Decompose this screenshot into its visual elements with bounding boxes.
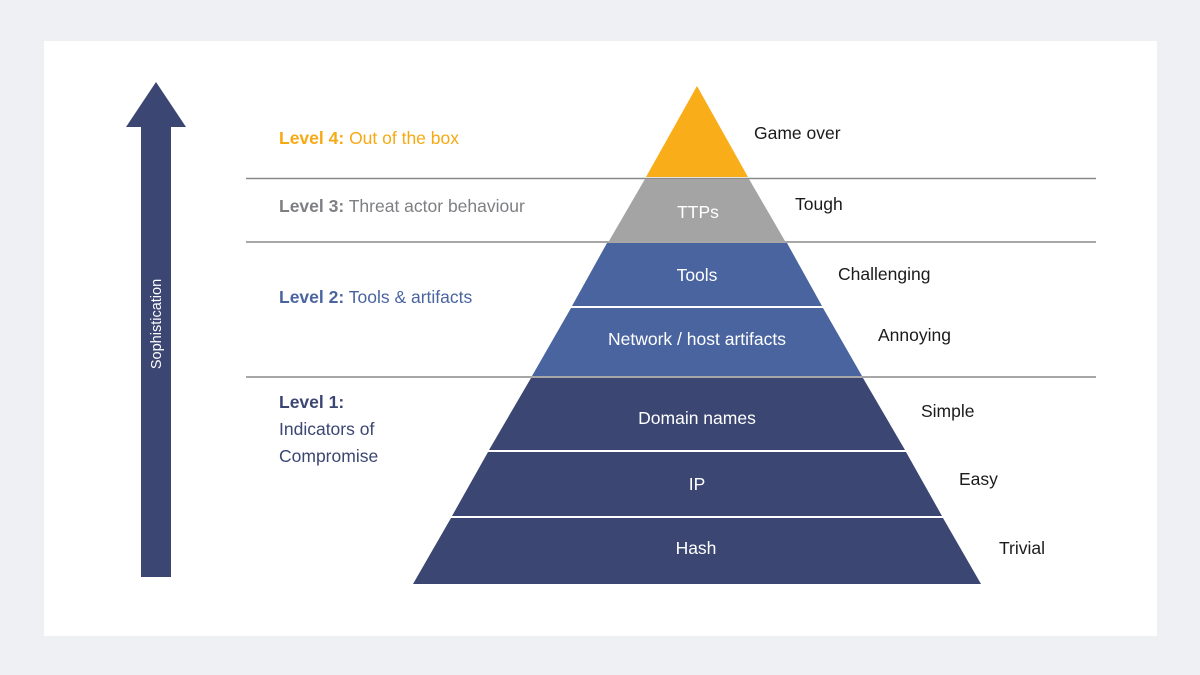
tier-label-ttps: TTPs — [677, 202, 719, 222]
tier-label-hash: Hash — [676, 538, 717, 558]
sophistication-axis-label: Sophistication — [149, 279, 165, 369]
level-1-name-line-1: Indicators of — [279, 419, 375, 439]
level-4-name: Out of the box — [349, 128, 459, 148]
level-1-label: Level 1: Indicators of Compromise — [279, 389, 378, 470]
level-2-label: Level 2: Tools & artifacts — [279, 284, 472, 311]
difficulty-game-over: Game over — [754, 123, 841, 143]
level-1-key: Level 1: — [279, 392, 345, 412]
level-1-name-line-2: Compromise — [279, 446, 379, 466]
difficulty-trivial: Trivial — [999, 538, 1046, 558]
pyramid-tier-network-host-artifacts — [532, 308, 862, 376]
difficulty-easy: Easy — [959, 469, 998, 489]
level-2-key: Level 2: — [279, 287, 345, 307]
tier-label-network-host-artifacts: Network / host artifacts — [608, 329, 786, 349]
level-4-key: Level 4: — [279, 128, 345, 148]
tier-label-tools: Tools — [677, 265, 718, 285]
difficulty-challenging: Challenging — [838, 264, 931, 284]
tier-label-ip: IP — [689, 474, 706, 494]
level-3-label: Level 3: Threat actor behaviour — [279, 193, 525, 220]
level-4-label: Level 4: Out of the box — [279, 125, 459, 152]
difficulty-annoying: Annoying — [878, 325, 951, 345]
pyramid-tier-domain-names — [489, 378, 905, 450]
difficulty-simple: Simple — [921, 401, 975, 421]
level-3-key: Level 3: — [279, 196, 345, 216]
difficulty-tough: Tough — [795, 194, 843, 214]
pyramid-tier-ttps — [609, 179, 785, 241]
level-3-name: Threat actor behaviour — [348, 196, 525, 216]
pyramid-tier-game-over — [646, 86, 748, 177]
tier-label-domain-names: Domain names — [638, 408, 756, 428]
pyramid-tier-tools — [572, 243, 822, 306]
pyramid-tier-ip — [452, 452, 942, 516]
level-2-name: Tools & artifacts — [348, 287, 473, 307]
sophistication-arrow-icon — [126, 82, 186, 577]
pyramid-tier-hash — [413, 518, 981, 584]
